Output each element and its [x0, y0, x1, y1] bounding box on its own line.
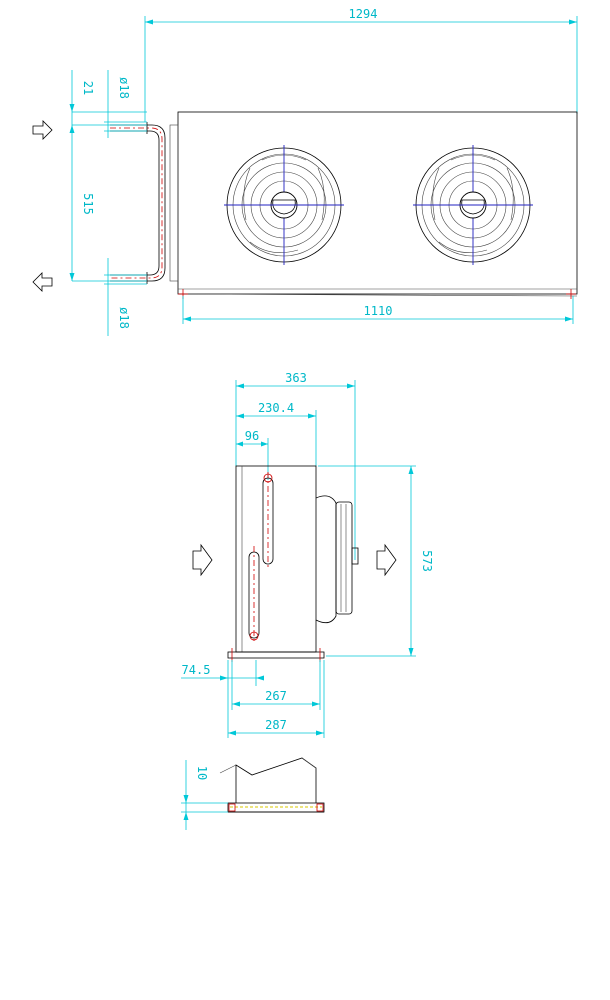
dim-pipe-position: 96 [245, 429, 259, 443]
dim-foot-thickness: 10 [195, 766, 209, 780]
airflow-in-arrow-icon [192, 543, 213, 577]
outlet-arrow-icon [32, 272, 53, 292]
inlet-arrow-icon [32, 120, 53, 140]
fan-grille-right [413, 145, 533, 265]
foot-detail-view: 10 [181, 757, 325, 830]
side-housing [235, 465, 317, 653]
dim-fan-depth: 230.4 [258, 401, 294, 415]
fan-grille-left [224, 145, 344, 265]
airflow-out-arrow-icon [376, 543, 397, 577]
dim-pipe-spacing: 515 [81, 193, 95, 215]
dim-overall-length: 1294 [349, 7, 378, 21]
top-view: 1294 [32, 7, 578, 336]
dim-outlet-diameter: ø18 [117, 307, 131, 329]
side-view: 363 230.4 96 [181, 371, 434, 738]
dim-foot-spacing: 267 [265, 689, 287, 703]
refrigerant-pipe [110, 124, 166, 282]
dim-inlet-diameter: ø18 [117, 77, 131, 99]
dim-base-length: 1110 [364, 304, 393, 318]
dim-base-width: 287 [265, 718, 287, 732]
dim-height: 573 [420, 550, 434, 572]
dim-foot-offset: 74.5 [182, 663, 211, 677]
dim-pipe-offset: 21 [81, 81, 95, 95]
unit-housing [177, 111, 578, 295]
dim-overall-depth: 363 [285, 371, 307, 385]
